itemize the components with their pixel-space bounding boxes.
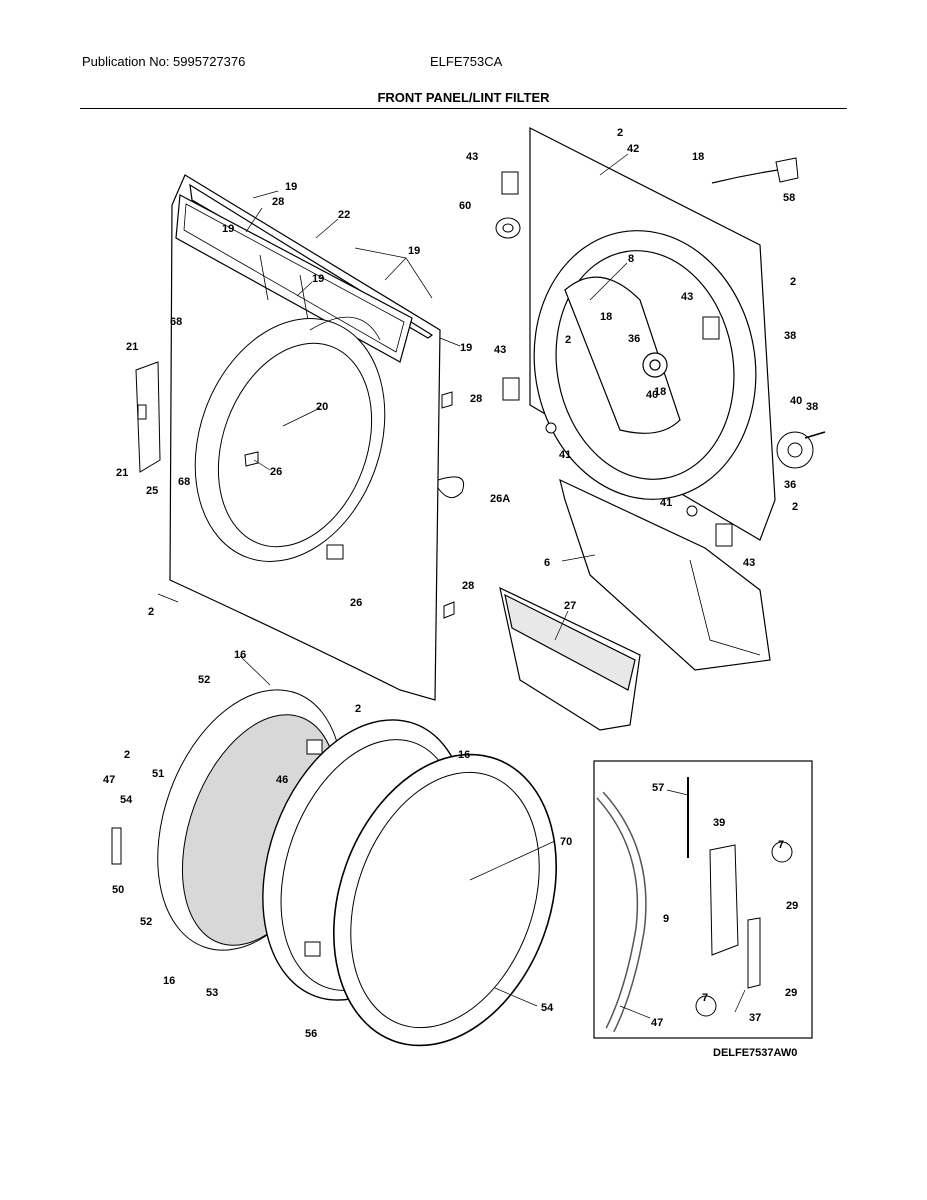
callout-door-4: 47 bbox=[103, 774, 115, 786]
detail-inset bbox=[593, 760, 813, 1039]
callout-door-14: 54 bbox=[541, 1002, 554, 1014]
callout-door-5: 51 bbox=[152, 768, 164, 780]
callout-bulkhead-13: 43 bbox=[494, 344, 506, 356]
callout-door-0: 16 bbox=[234, 649, 246, 661]
callout-front-panel-9: 20 bbox=[316, 401, 328, 413]
header-divider bbox=[80, 108, 847, 109]
callout-front-panel-18: 2 bbox=[148, 606, 154, 618]
door-bracket-26 bbox=[326, 544, 344, 560]
callout-front-panel-15: 26A bbox=[490, 493, 510, 505]
callout-detail-3: 9 bbox=[663, 913, 669, 925]
hinge-43 bbox=[501, 171, 733, 547]
door-brackets bbox=[111, 739, 323, 957]
callout-bulkhead-17: 38 bbox=[806, 401, 818, 413]
callout-front-panel-16: 26 bbox=[350, 597, 362, 609]
callout-bulkhead-23: 43 bbox=[743, 557, 755, 569]
callout-detail-5: 7 bbox=[702, 992, 708, 1004]
sensor-58 bbox=[711, 157, 799, 184]
callout-detail-8: 37 bbox=[749, 1012, 761, 1024]
front-bulkhead bbox=[529, 127, 776, 541]
callout-door-7: 54 bbox=[120, 794, 133, 806]
callout-door-1: 52 bbox=[198, 674, 210, 686]
diagram-code: DELFE7537AW0 bbox=[713, 1047, 798, 1059]
callout-front-panel-3: 19 bbox=[408, 245, 420, 257]
callout-front-panel-14: 28 bbox=[470, 393, 482, 405]
bearing-60 bbox=[495, 217, 521, 239]
callout-bulkhead-11: 2 bbox=[565, 334, 571, 346]
callout-door-13: 56 bbox=[305, 1028, 317, 1040]
lint-duct bbox=[559, 478, 771, 671]
callout-bulkhead-10: 18 bbox=[600, 311, 612, 323]
callout-front-panel-17: 28 bbox=[462, 580, 474, 592]
callout-front-panel-8: 19 bbox=[460, 342, 472, 354]
callout-door-12: 53 bbox=[206, 987, 218, 999]
callout-bulkhead-2: 43 bbox=[466, 151, 478, 163]
callout-door-6: 46 bbox=[276, 774, 288, 786]
callout-door-2: 2 bbox=[124, 749, 130, 761]
callout-bulkhead-1: 42 bbox=[627, 143, 639, 155]
callout-front-panel-10: 26 bbox=[270, 466, 282, 478]
callout-bulkhead-14: 40 bbox=[646, 389, 658, 401]
callout-front-panel-12: 25 bbox=[146, 485, 158, 497]
callout-bulkhead-19: 36 bbox=[784, 479, 796, 491]
callout-detail-7: 47 bbox=[651, 1017, 663, 1029]
callout-front-panel-19: 2 bbox=[355, 703, 361, 715]
callout-bulkhead-18: 41 bbox=[559, 449, 571, 461]
callout-bulkhead-15: 18 bbox=[654, 386, 666, 398]
hinge-cover bbox=[135, 361, 161, 473]
publication-number: Publication No: 5995727376 bbox=[82, 54, 246, 69]
callout-bulkhead-8: 43 bbox=[681, 291, 693, 303]
callout-bulkhead-3: 18 bbox=[692, 151, 704, 163]
callout-bulkhead-9: 38 bbox=[784, 330, 796, 342]
callout-door-10: 52 bbox=[140, 916, 152, 928]
callout-front-panel-2: 22 bbox=[338, 209, 350, 221]
callout-front-panel-13: 68 bbox=[178, 476, 190, 488]
callout-front-panel-6: 68 bbox=[170, 316, 182, 328]
model-number: ELFE753CA bbox=[430, 54, 503, 69]
callout-front-panel-5: 19 bbox=[312, 273, 324, 285]
callout-door-9: 50 bbox=[112, 884, 124, 896]
callout-bulkhead-16: 40 bbox=[790, 395, 802, 407]
door-opening bbox=[194, 316, 386, 562]
callout-bulkhead-0: 2 bbox=[617, 127, 623, 139]
callout-front-panel-11: 21 bbox=[116, 467, 128, 479]
page-title: FRONT PANEL/LINT FILTER bbox=[377, 90, 550, 105]
callout-door-8: 70 bbox=[560, 836, 572, 848]
callout-bulkhead-21: 2 bbox=[792, 501, 798, 513]
leader-lines bbox=[157, 153, 746, 1019]
callout-detail-4: 29 bbox=[786, 900, 798, 912]
callout-door-3: 16 bbox=[458, 749, 470, 761]
callout-bulkhead-24: 27 bbox=[564, 600, 576, 612]
roller-40 bbox=[776, 431, 826, 469]
wire-harness-26a bbox=[437, 476, 464, 499]
callout-front-panel-7: 21 bbox=[126, 341, 138, 353]
door-assembly bbox=[157, 689, 558, 1047]
callout-detail-0: 57 bbox=[652, 782, 664, 794]
nut-41 bbox=[545, 422, 698, 517]
callout-bulkhead-4: 60 bbox=[459, 200, 471, 212]
callout-bulkhead-12: 36 bbox=[628, 333, 640, 345]
callout-detail-1: 39 bbox=[713, 817, 725, 829]
callout-detail-6: 29 bbox=[785, 987, 797, 999]
callout-front-panel-1: 28 bbox=[272, 196, 284, 208]
callout-bulkhead-5: 58 bbox=[783, 192, 795, 204]
callout-front-panel-4: 19 bbox=[222, 223, 234, 235]
callout-door-11: 16 bbox=[163, 975, 175, 987]
callout-front-panel-0: 19 bbox=[285, 181, 297, 193]
lint-filter bbox=[499, 586, 641, 731]
clip-28 bbox=[244, 391, 455, 619]
callout-bulkhead-20: 41 bbox=[660, 497, 672, 509]
callout-bulkhead-7: 2 bbox=[790, 276, 796, 288]
callout-bulkhead-6: 8 bbox=[628, 253, 634, 265]
callout-bulkhead-22: 6 bbox=[544, 557, 550, 569]
callout-detail-2: 7 bbox=[778, 839, 784, 851]
